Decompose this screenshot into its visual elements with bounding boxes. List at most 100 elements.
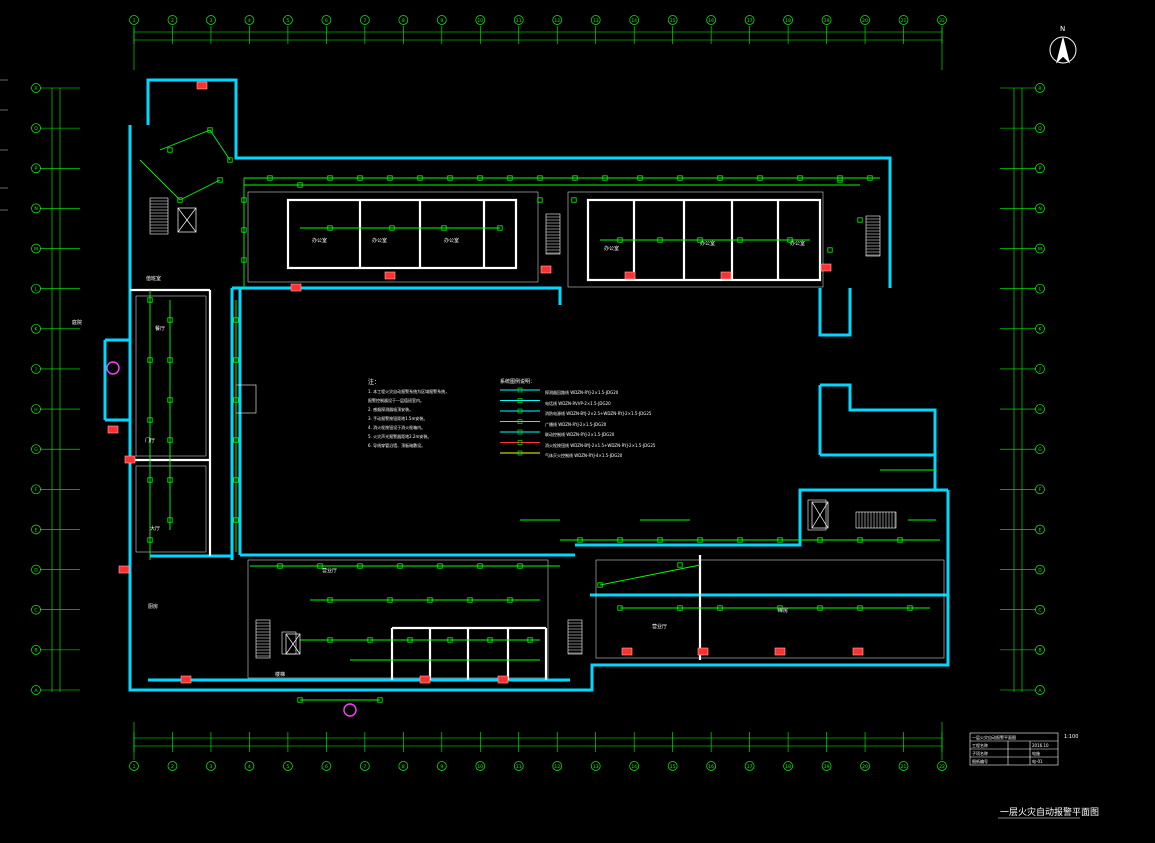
room-duty: 值班室 bbox=[146, 275, 161, 282]
bottom-axis-label: 2 bbox=[171, 764, 174, 770]
title-block-text: 一层火灾自动报警平面图 工程名称 2016.10 子项名称 电施 图纸编号 电-… bbox=[972, 734, 1049, 764]
smoke-detector bbox=[327, 225, 333, 231]
right-axis-bubble bbox=[1035, 404, 1045, 414]
smoke-detector bbox=[267, 175, 273, 181]
bottom-axis-bubble bbox=[667, 761, 678, 771]
bottom-axis-bubble bbox=[590, 761, 601, 771]
top-axis-label: 2 bbox=[171, 18, 174, 24]
hydrant-box bbox=[384, 271, 396, 280]
smoke-detector bbox=[447, 175, 453, 181]
left-axis-bubble bbox=[31, 323, 41, 334]
smoke-detector bbox=[817, 605, 823, 611]
top-dimension-lines bbox=[133, 28, 943, 70]
legend-item-label: 广播线 WDZN-RYJ-2×1.5-JDG20 bbox=[545, 421, 607, 427]
smoke-detector bbox=[427, 597, 433, 603]
notes-line: 5. 火灾声光报警器距地2.2m安装。 bbox=[368, 434, 432, 439]
hydrant-box bbox=[540, 265, 552, 274]
smoke-detector bbox=[241, 227, 247, 233]
bottom-axis-bubble bbox=[744, 761, 755, 771]
room-labels: 办公室 办公室 办公室 办公室 办公室 办公室 门厅 大厅 餐厅 厨房 值班室 … bbox=[72, 237, 805, 678]
smoke-detector bbox=[602, 175, 608, 181]
right-axis-label: R bbox=[1038, 86, 1041, 92]
bottom-axis-label: 5 bbox=[286, 764, 289, 770]
bottom-axis-bubble bbox=[398, 761, 409, 771]
titleblock-row3-right: 电-01 bbox=[1032, 758, 1043, 764]
smoke-detector bbox=[357, 563, 363, 569]
bottom-axis-bubble bbox=[783, 761, 793, 771]
smoke-detector bbox=[317, 563, 323, 569]
smoke-detector bbox=[597, 582, 603, 588]
smoke-detector bbox=[147, 357, 153, 363]
right-axis-label: D bbox=[1038, 567, 1042, 573]
legend-lines bbox=[500, 387, 540, 456]
left-axis-bubble bbox=[31, 163, 41, 174]
left-axis-label: L bbox=[35, 286, 38, 292]
right-axis-label: M bbox=[1038, 246, 1042, 252]
side-dimension-lines bbox=[51, 88, 1023, 692]
smoke-detector bbox=[657, 237, 663, 243]
smoke-detector bbox=[737, 237, 743, 243]
room-kitchen: 厨房 bbox=[148, 603, 158, 610]
bottom-axis-bubble bbox=[629, 761, 640, 771]
smoke-detector bbox=[177, 197, 183, 203]
hydrant-box bbox=[290, 283, 302, 292]
room-office-c: 办公室 bbox=[444, 237, 459, 244]
smoke-detector bbox=[857, 217, 863, 223]
right-axis-label: J bbox=[1038, 367, 1040, 373]
smoke-detector bbox=[777, 537, 783, 543]
bottom-axis-label: 1 bbox=[133, 764, 136, 770]
room-office-f: 办公室 bbox=[790, 240, 805, 247]
bottom-axis-label: 12 bbox=[554, 764, 560, 770]
hydrant-box bbox=[124, 455, 136, 464]
smoke-detector bbox=[657, 537, 663, 543]
left-axis-label: B bbox=[34, 648, 37, 654]
right-axis-bubble bbox=[1035, 83, 1045, 93]
left-edge-fragments bbox=[0, 79, 8, 211]
smoke-detector bbox=[277, 563, 283, 569]
smoke-detector bbox=[757, 175, 763, 181]
left-axis-label: E bbox=[35, 527, 38, 533]
left-axis-label: H bbox=[34, 407, 37, 413]
bottom-axis-bubble bbox=[475, 761, 486, 771]
right-axis-label: N bbox=[1038, 206, 1041, 212]
left-axis-label: J bbox=[34, 367, 36, 373]
smoke-detector bbox=[327, 597, 333, 603]
drawing-scale: 1:100 bbox=[1064, 734, 1079, 740]
right-axis-label: Q bbox=[1038, 126, 1042, 132]
left-axis-label: D bbox=[34, 567, 38, 573]
smoke-detector bbox=[677, 175, 683, 181]
smoke-detector bbox=[387, 175, 393, 181]
smoke-detector bbox=[677, 605, 683, 611]
smoke-detector bbox=[571, 197, 577, 203]
left-axis-bubble bbox=[31, 404, 41, 414]
right-axis-label: H bbox=[1038, 407, 1041, 413]
smoke-detector bbox=[907, 605, 913, 611]
room-office-e: 办公室 bbox=[700, 240, 715, 247]
notes-line: 3. 手动报警按钮距地1.5m安装。 bbox=[368, 416, 428, 421]
top-axis-label: 13 bbox=[593, 18, 599, 24]
top-axis-bubble bbox=[667, 15, 678, 25]
smoke-detector bbox=[467, 597, 473, 603]
smoke-detector bbox=[441, 225, 447, 231]
north-label: N bbox=[1060, 25, 1065, 33]
bottom-axis-bubble bbox=[513, 761, 524, 771]
top-axis-label: 16 bbox=[708, 18, 714, 24]
smoke-detector bbox=[497, 225, 503, 231]
titleblock-row2-left: 子项名称 bbox=[972, 750, 988, 756]
smoke-detector bbox=[617, 537, 623, 543]
smoke-detector bbox=[227, 157, 233, 163]
bottom-axis-label: 17 bbox=[747, 764, 753, 770]
legend-item-label: 电话线 WDZN-RVVP-2×1.5-JDG20 bbox=[545, 400, 611, 406]
top-axis-label: 3 bbox=[210, 18, 213, 24]
smoke-detector bbox=[537, 197, 543, 203]
notes-heading: 注： bbox=[368, 379, 381, 386]
bottom-axis-bubble bbox=[552, 761, 563, 771]
smoke-detector bbox=[572, 175, 578, 181]
right-axis-bubble bbox=[1035, 524, 1045, 535]
smoke-detector bbox=[477, 563, 483, 569]
